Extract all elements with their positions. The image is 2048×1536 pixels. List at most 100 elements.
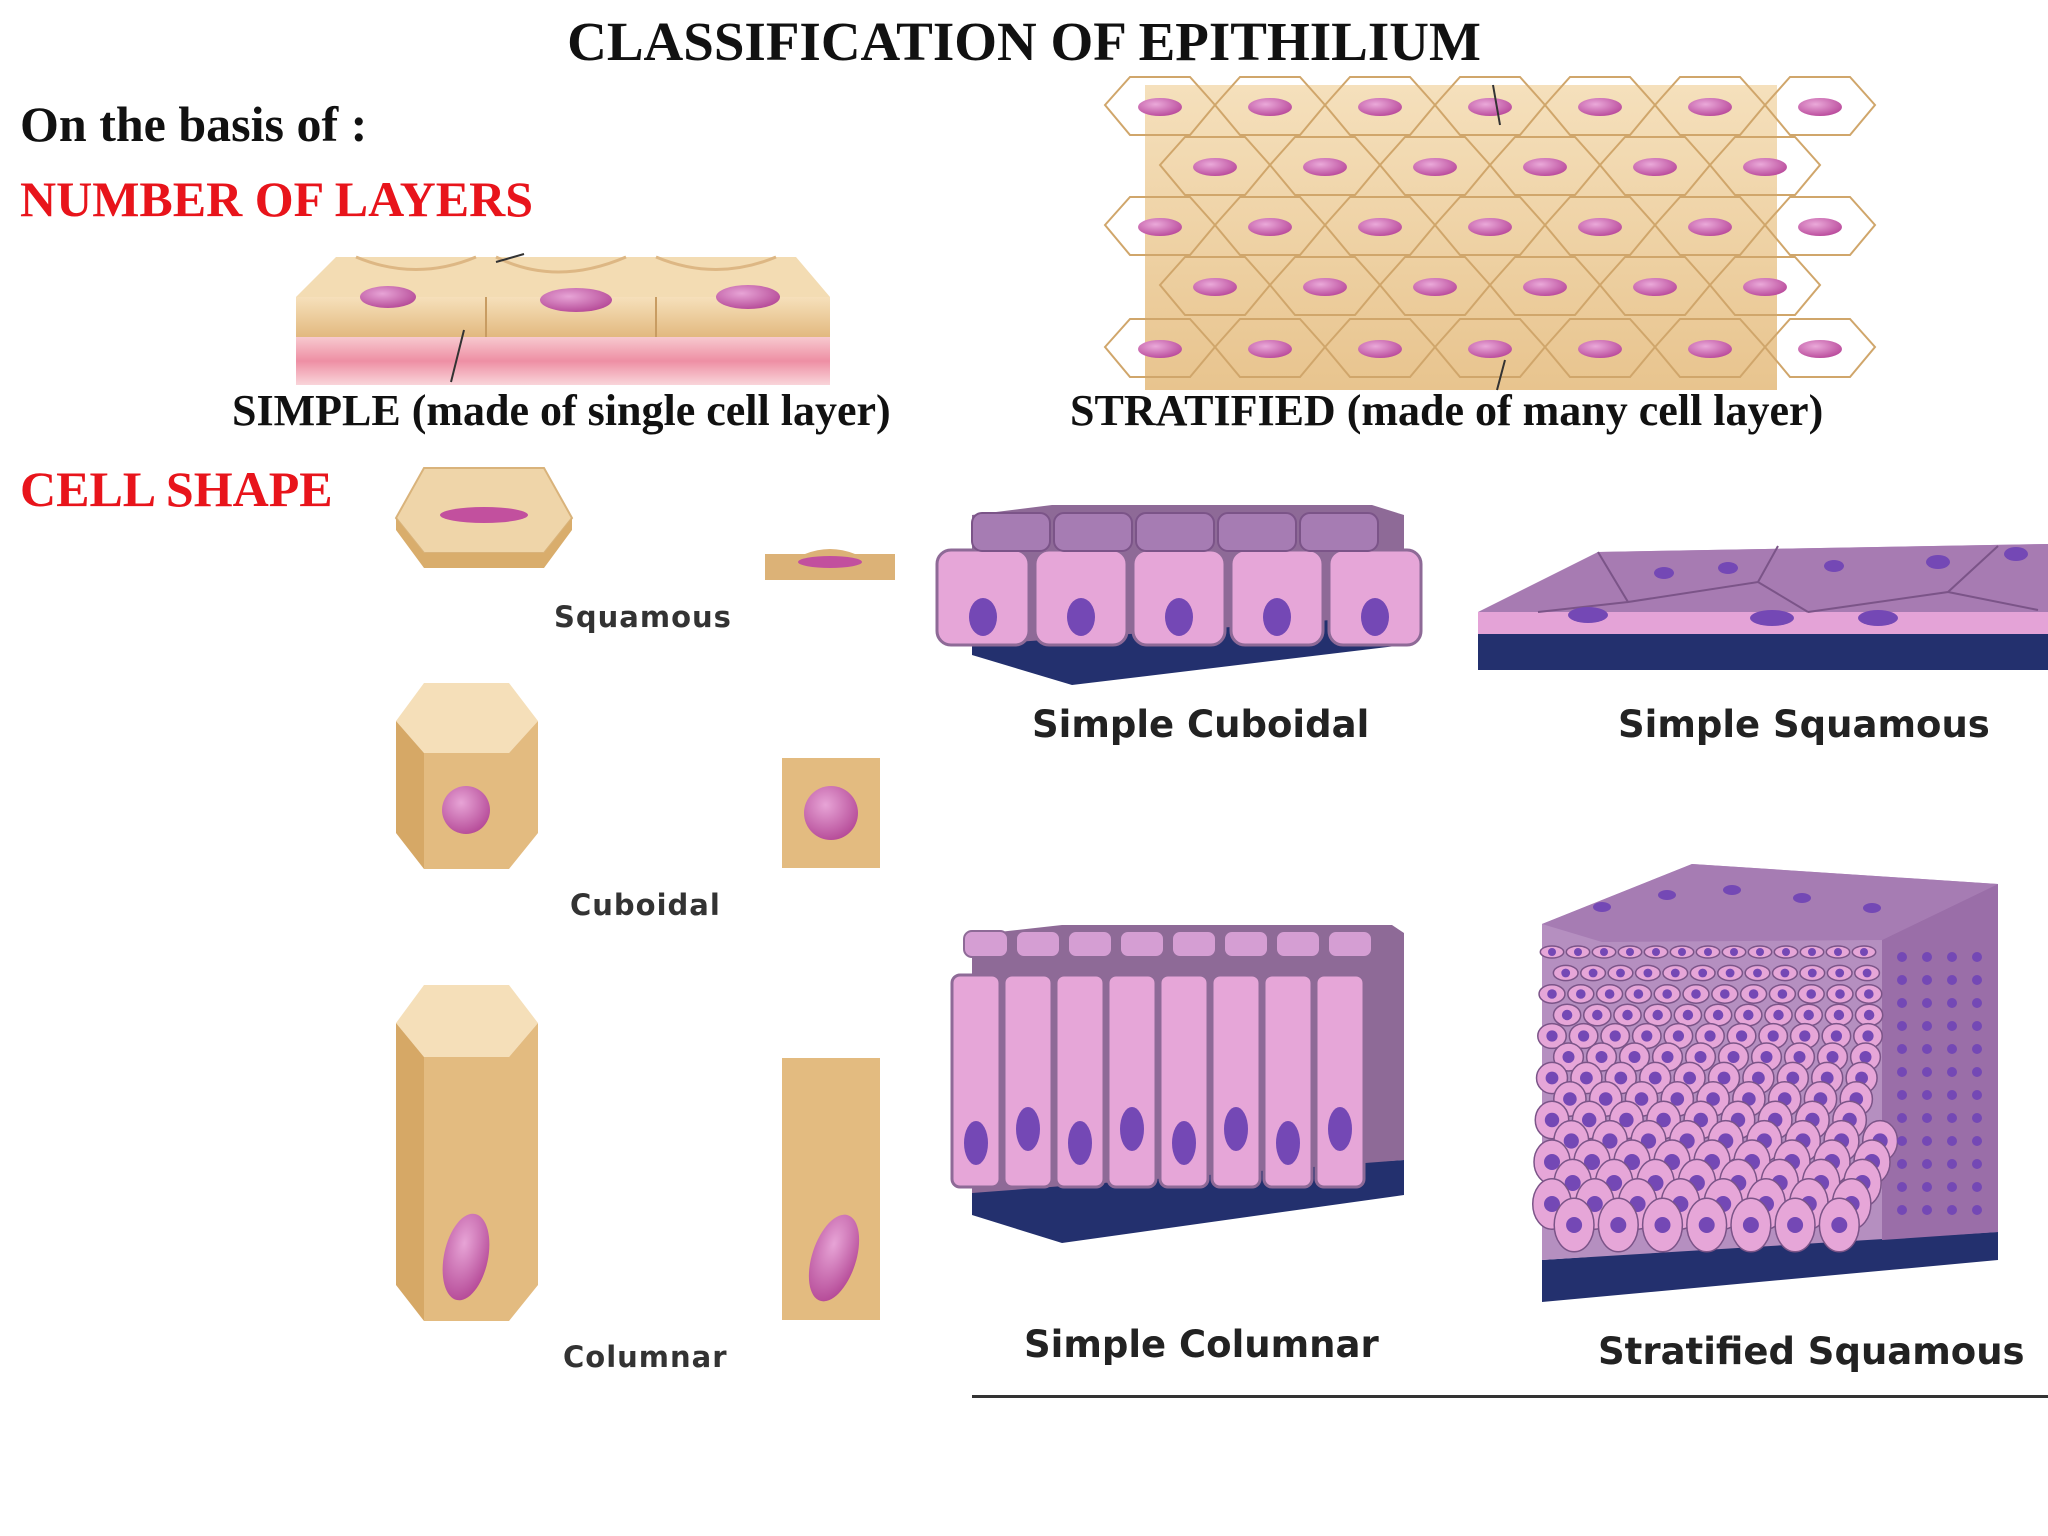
simple-cuboidal-label: Simple Cuboidal [1032, 703, 1370, 746]
squamous-cell-section [765, 549, 895, 580]
nucleus [1922, 1113, 1932, 1123]
nucleus [1706, 1092, 1720, 1106]
nucleus [1922, 952, 1932, 962]
nucleus [1547, 989, 1557, 999]
nucleus [1862, 968, 1872, 978]
nucleus [1782, 948, 1790, 956]
nucleus [969, 598, 997, 636]
nucleus [1641, 1030, 1653, 1042]
nucleus [1858, 610, 1898, 626]
nucleus [1358, 218, 1402, 236]
nucleus [1624, 1154, 1640, 1170]
nucleus [1661, 1051, 1674, 1063]
nucleus [1682, 1009, 1694, 1021]
nucleus [1688, 340, 1732, 358]
nucleus [1413, 158, 1457, 176]
nucleus [1972, 1113, 1982, 1123]
nucleus [1609, 1030, 1621, 1042]
nucleus [1688, 98, 1732, 116]
nucleus [1694, 1051, 1707, 1063]
nucleus [1725, 968, 1735, 978]
nucleus [1586, 1196, 1603, 1212]
nucleus [1787, 1217, 1804, 1233]
nucleus [1303, 278, 1347, 296]
squamous-cell-3d [394, 467, 574, 568]
nucleus [1592, 1009, 1603, 1021]
nucleus [716, 285, 780, 309]
nucleus [1820, 1071, 1834, 1085]
nucleus [1634, 1092, 1649, 1106]
nucleus [2004, 547, 2028, 561]
nucleus [1138, 340, 1182, 358]
simple-epithelium-illustration [296, 253, 830, 385]
nucleus [1736, 1030, 1748, 1042]
nucleus [1922, 1067, 1932, 1077]
nucleus [540, 288, 612, 312]
nucleus [1947, 1159, 1957, 1169]
simple-columnar-tissue [950, 925, 1404, 1243]
nucleus [1582, 1112, 1597, 1128]
nucleus [1742, 1217, 1759, 1233]
nucleus [1897, 998, 1907, 1008]
nucleus [1656, 1112, 1671, 1128]
nucleus [1574, 948, 1582, 956]
nucleus [1165, 598, 1193, 636]
nucleus [1922, 1090, 1932, 1100]
nucleus [1658, 890, 1676, 900]
nucleus [1972, 1159, 1982, 1169]
nucleus [1578, 1030, 1590, 1042]
nucleus [1067, 598, 1095, 636]
nucleus [1717, 1071, 1731, 1085]
nucleus [1576, 989, 1586, 999]
nucleus [1361, 598, 1389, 636]
cuboidal-cell-3d [396, 683, 538, 869]
nucleus [1972, 1021, 1982, 1031]
nucleus [1683, 1071, 1696, 1085]
nucleus [1922, 1021, 1932, 1031]
nucleus [1720, 989, 1730, 999]
nucleus [1358, 98, 1402, 116]
nucleus [1773, 1009, 1784, 1021]
nucleus [1798, 98, 1842, 116]
nucleus [1897, 1113, 1907, 1123]
nucleus [1806, 989, 1816, 999]
nucleus [1662, 989, 1672, 999]
nucleus [1859, 1051, 1872, 1063]
nucleus [1718, 562, 1738, 574]
nucleus [1793, 1051, 1806, 1063]
nucleus [1897, 1136, 1907, 1146]
simple-columnar-label: Simple Columnar [1024, 1323, 1379, 1366]
nucleus [1833, 1009, 1845, 1021]
number-of-layers-heading: NUMBER OF LAYERS [20, 171, 534, 227]
nucleus [360, 286, 416, 308]
nucleus [1743, 158, 1787, 176]
nucleus [1413, 278, 1457, 296]
nucleus [1626, 948, 1634, 956]
nucleus [442, 786, 490, 834]
columnar-cell-section [782, 1058, 880, 1320]
simple-cuboidal-tissue [935, 505, 1423, 685]
nucleus [1786, 1071, 1800, 1085]
nucleus [1947, 1182, 1957, 1192]
nucleus [1972, 1067, 1982, 1077]
stratified-squamous-tissue [1531, 864, 1998, 1302]
nucleus [1743, 278, 1787, 296]
nucleus [1947, 1090, 1957, 1100]
nucleus [1704, 948, 1712, 956]
nucleus [1808, 948, 1816, 956]
nucleus [1138, 218, 1182, 236]
nucleus [1688, 218, 1732, 236]
cuboidal-cell-section [782, 758, 880, 868]
nucleus [1897, 1159, 1907, 1169]
simple-squamous-label: Simple Squamous [1618, 703, 1990, 746]
nucleus [808, 1214, 860, 1302]
nucleus [1016, 1107, 1040, 1151]
nucleus [1588, 968, 1598, 978]
nucleus [1468, 98, 1512, 116]
nucleus [1606, 1175, 1623, 1191]
nucleus [1777, 989, 1788, 999]
nucleus [1544, 1196, 1560, 1212]
squamous-label: Squamous [554, 600, 732, 634]
nucleus [1468, 218, 1512, 236]
nucleus [1561, 968, 1571, 978]
